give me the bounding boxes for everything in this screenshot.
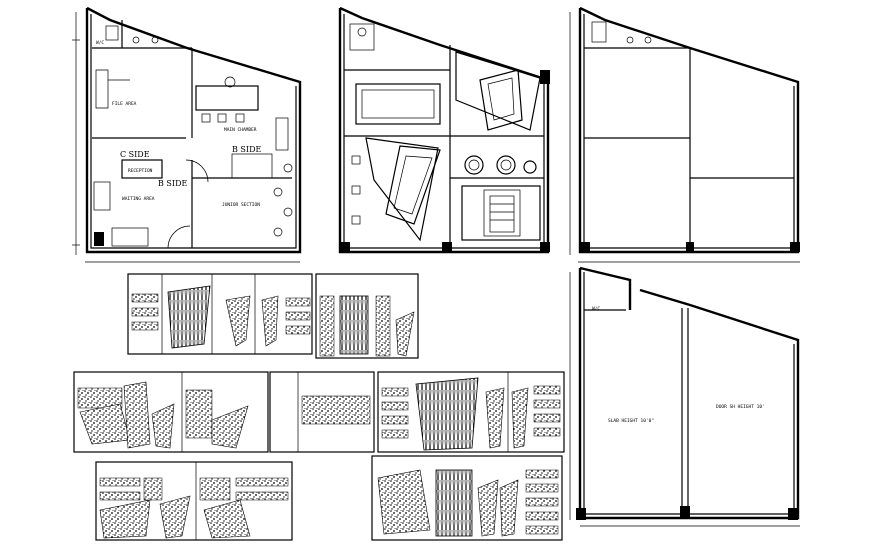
label-wc: W/C [96,40,104,46]
label-c-side: C SIDE [120,150,150,159]
wall-layout-plan [569,6,800,263]
label-junior-section: JUNIOR SECTION [222,202,260,208]
elevation-strip-1 [127,273,313,355]
furniture-layout-plan [72,6,302,263]
label-door-height: DOOR SH HEIGHT 10' [716,404,765,410]
label-file-area: FILE AREA [112,101,137,107]
label-waiting-area: WAITING AREA [122,196,155,202]
elevation-strip-5 [377,371,565,453]
ceiling-layout-plan [338,6,550,254]
label-reception: RECEPTION [128,168,153,174]
label-slab-height: SLAB HEIGHT 10'0" [608,418,654,424]
elevation-strip-6 [95,461,293,541]
elevation-strip-7 [371,455,563,541]
label-wc-detail: W/C [592,306,600,312]
label-main-chamber: MAIN CHAMBER [224,127,257,133]
label-b-side-right: B SIDE [232,145,261,154]
elevation-strip-4 [269,371,375,453]
elevation-strip-3 [73,371,269,453]
wall-detail-plan [569,266,800,527]
label-b-side-left: B SIDE [158,179,187,188]
elevation-strip-2 [315,273,419,359]
